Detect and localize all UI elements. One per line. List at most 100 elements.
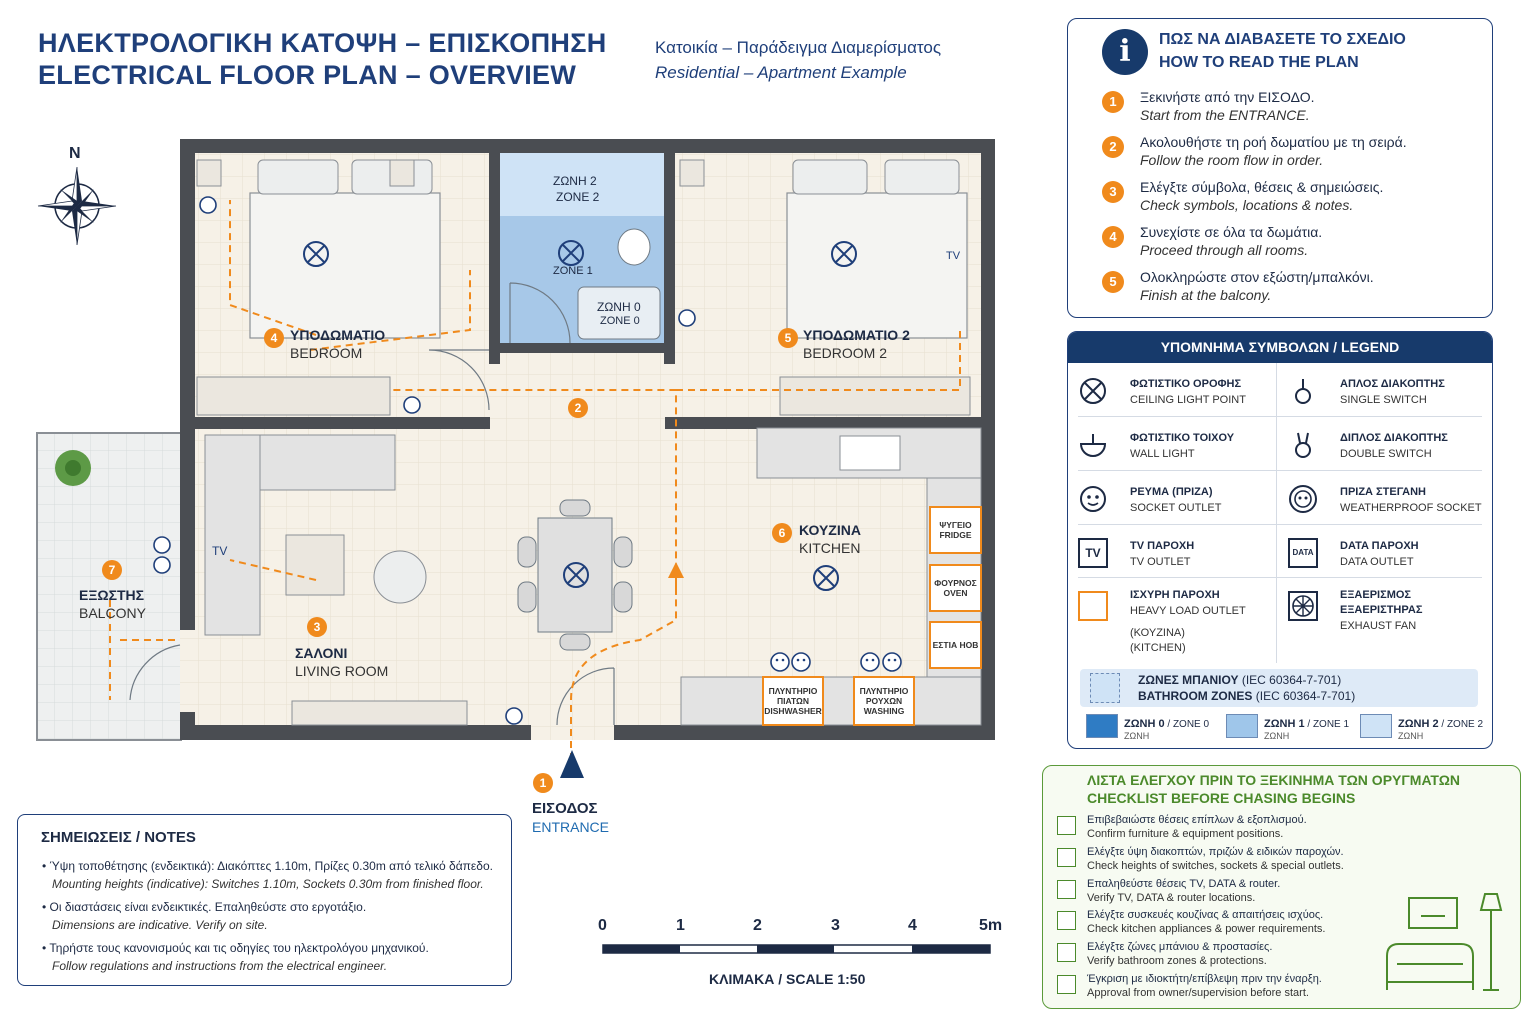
legend-label-en: TV OUTLET [1130,556,1191,568]
room-number-balcony: 7 [102,560,122,580]
note-text-en: Dimensions are indicative. Verify on sit… [52,918,268,932]
howto-title-en: HOW TO READ THE PLAN [1159,54,1359,71]
legend-label-gr: ΔΙΠΛΟΣ ΔΙΑΚΟΠΤΗΣ [1340,432,1448,444]
step-text-en: Follow the room flow in order. [1140,152,1324,168]
entrance-marker-icon [560,750,584,778]
checklist-text-gr: Ελέγξτε ύψη διακοπτών, πριζών & ειδικών … [1087,846,1344,858]
step-text-en: Proceed through all rooms. [1140,242,1309,258]
bath-zone2-en: ZONE 2 [556,190,600,204]
legend-label-gr: ΕΞΑΕΡΙΣΜΟΣ [1340,589,1412,601]
legend-item: ΡΕΥΜΑ (ΠΡΙΖΑ) SOCKET OUTLET [1068,472,1268,524]
room-number-bedroom2: 5 [778,328,798,348]
tv-outlet-icon: TV [1078,538,1108,568]
scale-bar [602,944,991,954]
zone1-label: ΖΩΝΗ 1 / ZONE 1 [1264,718,1350,730]
note-text-gr: • Τηρήστε τους κανονισμούς και τις οδηγί… [42,941,429,955]
scale-title: ΚΛΙΜΑΚΑ / SCALE 1:50 [709,971,866,987]
scale-tick-4: 4 [908,917,917,934]
legend-label-en-note: (KITCHEN) [1130,642,1186,654]
exhaust-fan-icon [1288,591,1318,621]
legend-label-gr: TV ΠΑΡΟΧΗ [1130,540,1195,552]
checklist-text-en: Check kitchen appliances & power require… [1087,923,1326,935]
room-label-kitchen-gr: ΚΟΥΖΙΝΑ [799,522,861,538]
bath-zone1: ZONE 1 [553,265,593,277]
ceiling-light-points [303,240,857,591]
dishwasher-outlet: ΠΛΥΝΤΗΡΙΟ ΠΙΑΤΩΝ DISHWASHER [762,676,824,726]
data-outlet-icon: DATA [1288,538,1318,568]
checklist-text-en: Confirm furniture & equipment positions. [1087,828,1284,840]
step-text-en: Start from the ENTRANCE. [1140,107,1310,123]
hob-outlet: ΕΣΤΙΑ HOB [929,621,982,669]
zone0-small: ΖΩΝΗ [1124,731,1150,741]
scale-tick-5: 5m [979,917,1003,934]
checkbox-icon[interactable] [1057,911,1076,930]
zone2-small: ΖΩΝΗ [1398,731,1424,741]
fridge-outlet: ΨΥΓΕΙΟ FRIDGE [929,506,982,554]
checklist-title-en: CHECKLIST BEFORE CHASING BEGINS [1087,790,1356,806]
tv-outlet-living: TV [212,544,228,558]
single-switch-icon [1295,379,1311,404]
socket-outlet-icon [1080,486,1106,512]
room-label-kitchen-en: KITCHEN [799,540,861,556]
note-text-en: Mounting heights (indicative): Switches … [52,877,484,891]
zone0-swatch [1086,714,1118,738]
legend-label-gr: ΦΩΤΙΣΤΙΚΟ ΤΟΙΧΟΥ [1130,432,1235,444]
wall-light-icon [1079,434,1107,457]
room-label-balcony-en: BALCONY [79,605,146,621]
legend-label-en: DATA OUTLET [1340,556,1414,568]
checklist-text-gr: Ελέγξτε ζώνες μπάνιου & προστασίες. [1087,941,1273,953]
step-number: 5 [1102,271,1124,293]
checkbox-icon[interactable] [1057,975,1076,994]
legend-label-gr-note: (ΚΟΥΖΙΝΑ) [1130,627,1185,639]
scale-tick-2: 2 [753,917,762,934]
step-text-gr: Ακολουθήστε τη ροή δωματίου με τη σειρά. [1140,134,1407,150]
room-number-bedroom: 4 [264,328,284,348]
legend-panel: ΥΠΟΜΝΗΜΑ ΣΥΜΒΟΛΩΝ / LEGEND ΦΩΤΙΣΤΙΚΟ ΟΡΟ… [1067,331,1493,749]
heavy-load-outlet-icon [1078,591,1108,621]
legend-label-en: SOCKET OUTLET [1130,502,1222,514]
howto-title-gr: ΠΩΣ ΝΑ ΔΙΑΒΑΣΕΤΕ ΤΟ ΣΧΕΔΙΟ [1159,31,1406,48]
zone0-label: ΖΩΝΗ 0 / ZONE 0 [1124,718,1210,730]
compass-north-label: N [69,145,81,162]
how-to-read-panel: i ΠΩΣ ΝΑ ΔΙΑΒΑΣΕΤΕ ΤΟ ΣΧΕΔΙΟ HOW TO READ… [1067,18,1493,318]
room-number-entrance: 1 [533,773,553,793]
bath-zone2-gr: ΖΩΝΗ 2 [553,174,597,188]
room-label-bedroom2-en: BEDROOM 2 [803,345,888,361]
legend-label-en: WALL LIGHT [1130,448,1195,460]
step-text-gr: Ξεκινήστε από την ΕΙΣΟΔΟ. [1140,89,1315,105]
weatherproof-socket-icon [1289,485,1317,513]
note-text-en: Follow regulations and instructions from… [52,959,388,973]
legend-title: ΥΠΟΜΝΗΜΑ ΣΥΜΒΟΛΩΝ / LEGEND [1068,332,1492,363]
entrance-label-en: ENTRANCE [532,819,610,835]
scale-tick-1: 1 [676,917,685,934]
living-room-illustration-icon [1386,893,1503,991]
room-label-bedroom-gr: ΥΠΟΔΩΜΑΤΙΟ [290,327,386,343]
floor-plan [36,139,995,760]
notes-title: ΣΗΜΕΙΩΣΕΙΣ / NOTES [41,829,196,846]
subtitle-greek: Κατοικία – Παράδειγμα Διαμερίσματος [655,38,942,57]
bathroom-zones-row: ΖΩΝΕΣ ΜΠΑΝΙΟΥ (IEC 60364-7-701) BATHROOM… [1080,669,1478,707]
step-text-gr: Ολοκληρώστε στον εξώστη/μπαλκόνι. [1140,269,1374,285]
room-number-hallway: 2 [568,398,588,418]
legend-item: TV TV ΠΑΡΟΧΗ TV OUTLET [1068,526,1268,578]
legend-label-gr: ΠΡΙΖΑ ΣΤΕΓΑΝΗ [1340,486,1426,498]
checkbox-icon[interactable] [1057,848,1076,867]
legend-item: ΔΙΠΛΟΣ ΔΙΑΚΟΠΤΗΣ DOUBLE SWITCH [1278,418,1478,470]
legend-label-gr: ΦΩΤΙΣΤΙΚΟ ΟΡΟΦΗΣ [1130,378,1242,390]
zone2-label: ΖΩΝΗ 2 / ZONE 2 [1398,718,1484,730]
washing-machine-outlet: ΠΛΥΝΤΗΡΙΟ ΡΟΥΧΩΝ WASHING [853,676,915,726]
note-text-gr: • Οι διαστάσεις είναι ενδεικτικές. Επαλη… [42,900,367,914]
checkbox-icon[interactable] [1057,943,1076,962]
zones-title-gr: ΖΩΝΕΣ ΜΠΑΝΙΟΥ (IEC 60364-7-701) [1138,673,1342,687]
checkbox-icon[interactable] [1057,880,1076,899]
zones-title-en: BATHROOM ZONES (IEC 60364-7-701) [1138,689,1356,703]
note-text-gr: • Ύψη τοποθέτησης (ενδεικτικά): Διακόπτε… [42,859,493,873]
compass-rose-icon [37,166,117,246]
step-text-gr: Συνεχίστε σε όλα τα δωμάτια. [1140,224,1323,240]
checkbox-icon[interactable] [1057,816,1076,835]
title-english: ELECTRICAL FLOOR PLAN – OVERVIEW [38,60,577,90]
step-text-en: Check symbols, locations & notes. [1140,197,1354,213]
double-switch-icon [1295,432,1311,458]
room-number-living: 3 [307,617,327,637]
legend-label-en: WEATHERPROOF SOCKET [1340,502,1482,514]
